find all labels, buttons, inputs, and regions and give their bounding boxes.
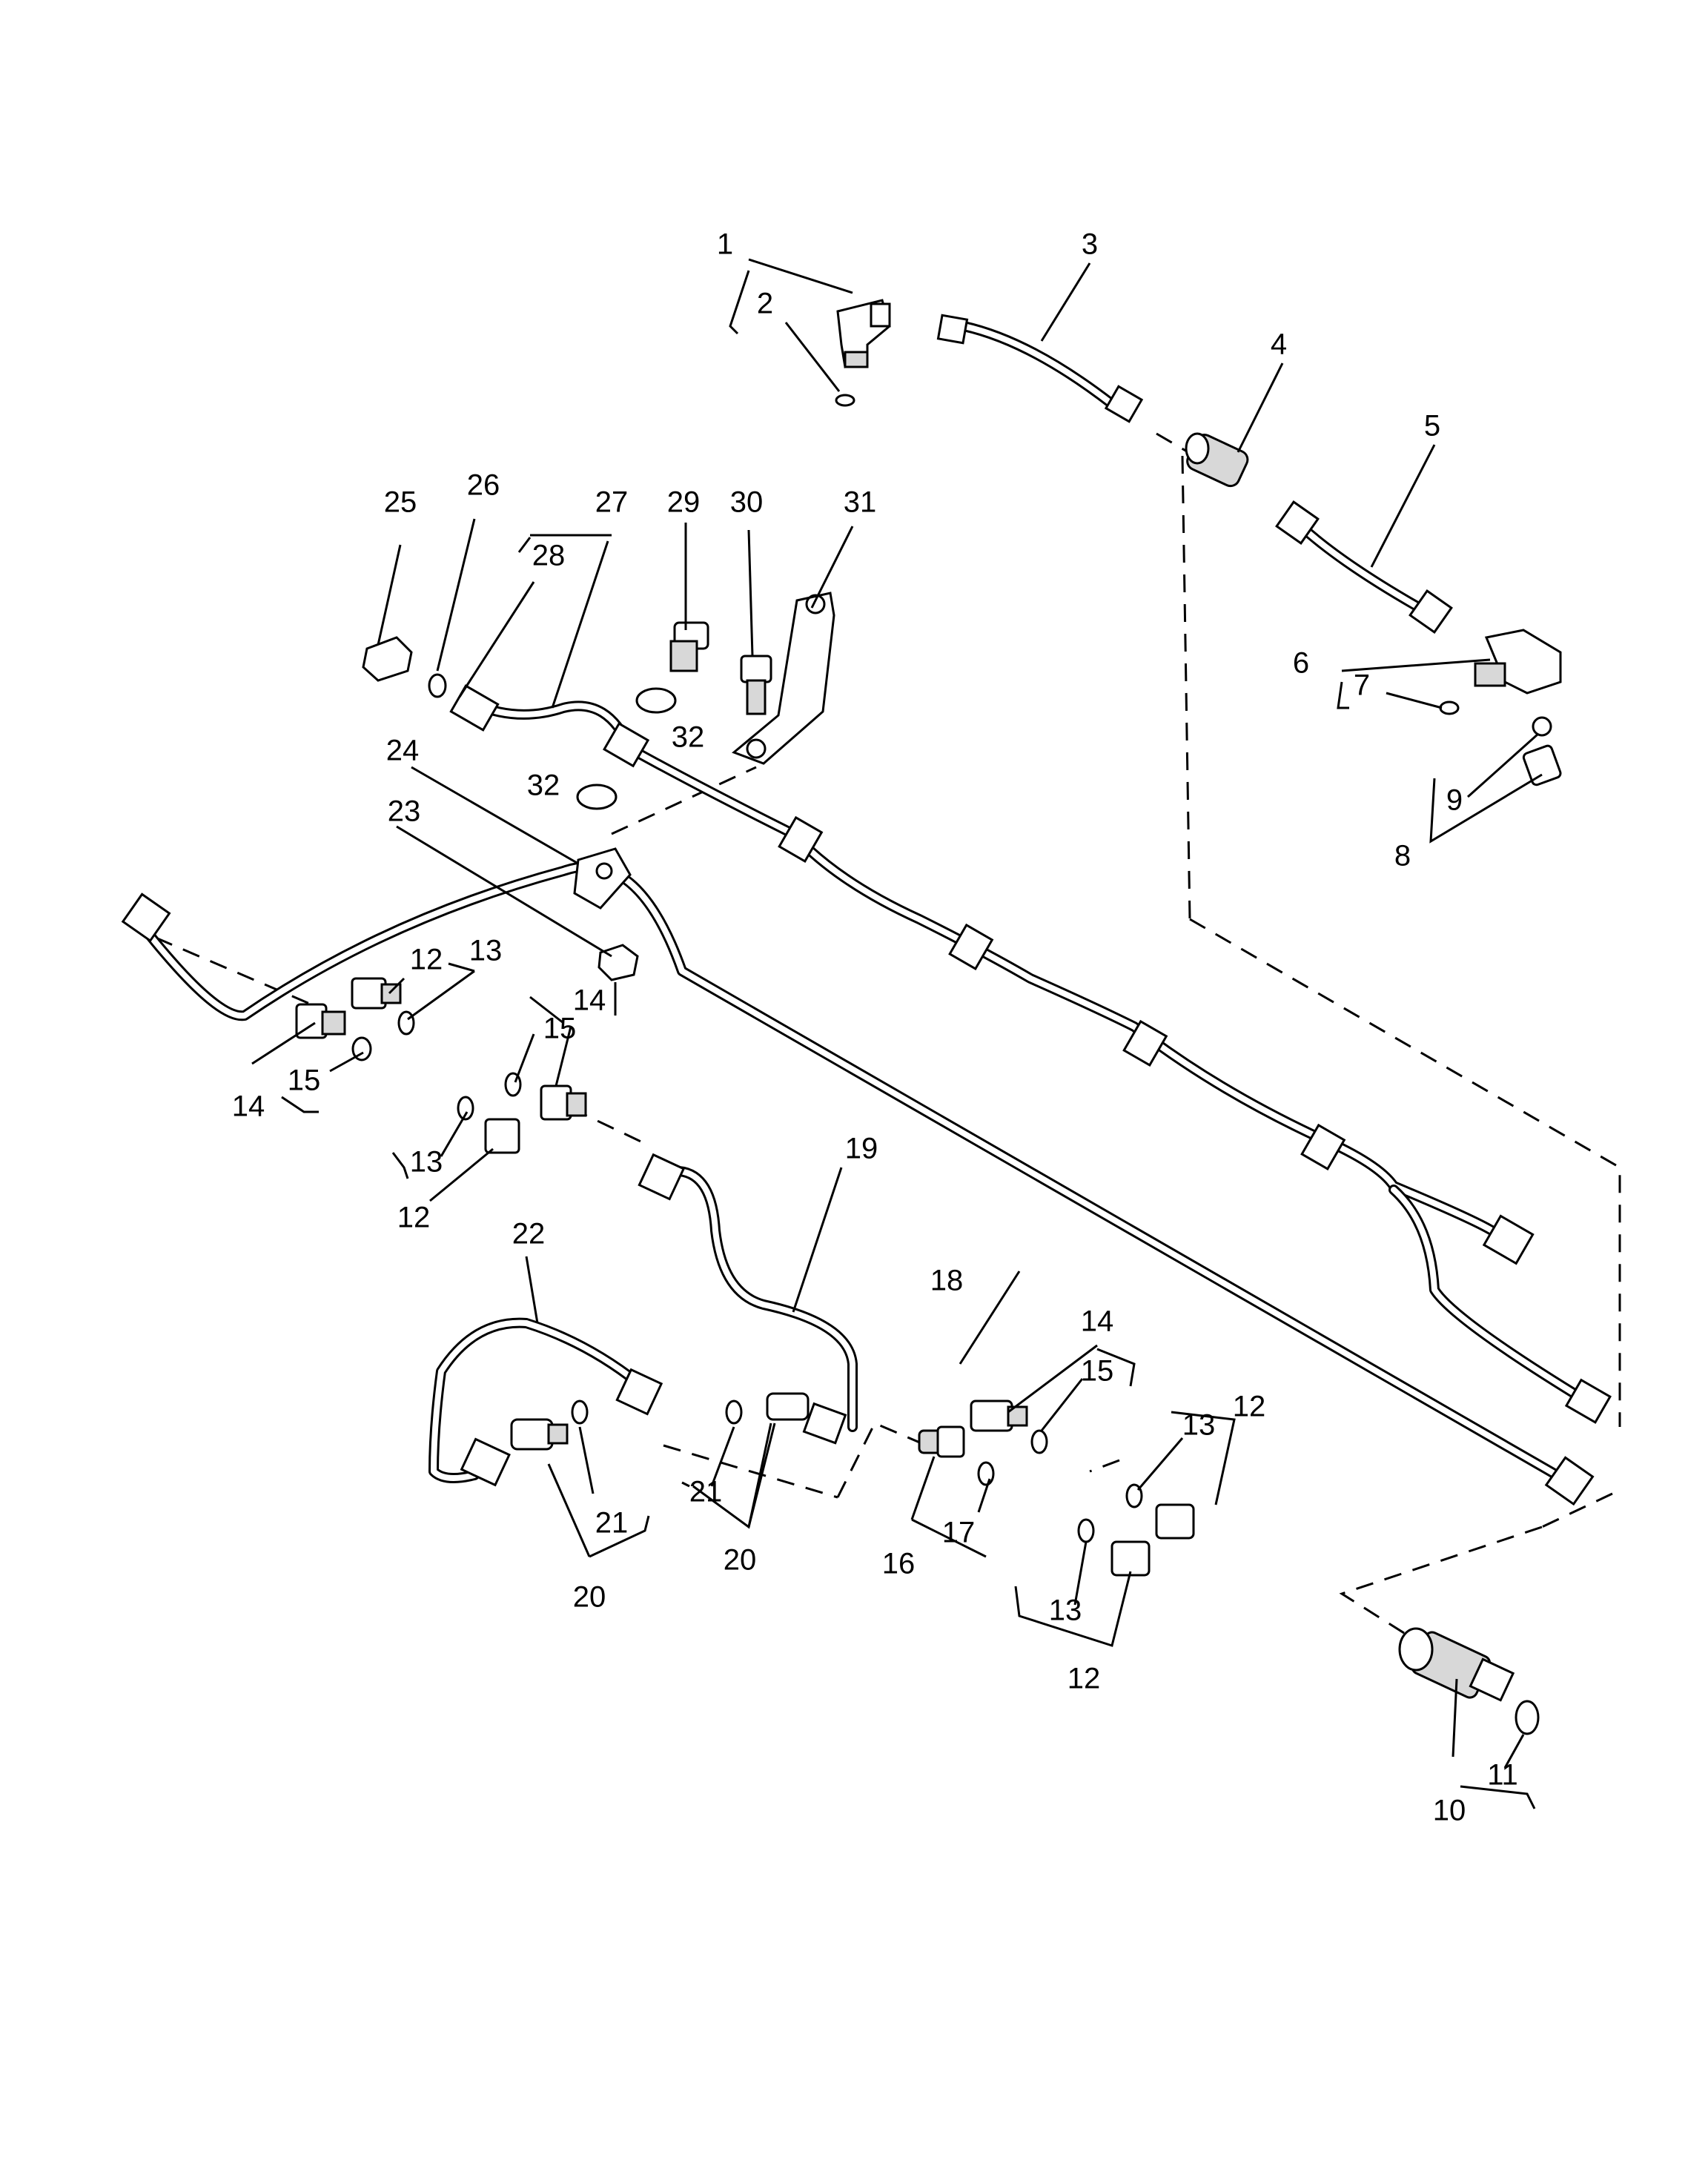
- callout-4: 4: [1271, 328, 1287, 361]
- fuel-line-3: [959, 321, 1117, 409]
- callout-10: 10: [1433, 1795, 1466, 1827]
- components: [121, 299, 1612, 1735]
- callout-14c: 14: [1081, 1305, 1114, 1338]
- cap-nut-8: [1522, 744, 1562, 786]
- callout-6: 6: [1293, 647, 1309, 680]
- callout-15c: 15: [1081, 1355, 1114, 1388]
- o-ring-26: [428, 673, 447, 698]
- callout-labels: 1 2 3 4 5 6 7 8 9 10 11 12 12 12 12 12 1…: [232, 228, 1518, 1827]
- callout-23: 23: [388, 795, 421, 828]
- callout-11: 11: [1487, 1759, 1518, 1792]
- callout-32a: 32: [672, 721, 705, 754]
- callout-26: 26: [467, 469, 500, 502]
- callout-1: 1: [717, 228, 733, 261]
- clip-24: [573, 847, 632, 910]
- connector-4: [1185, 432, 1249, 488]
- callout-21b: 21: [689, 1476, 723, 1508]
- o-ring-11: [1515, 1700, 1540, 1735]
- callout-28: 28: [532, 540, 566, 572]
- fittings-center-cluster: [460, 1153, 847, 1487]
- callout-19: 19: [845, 1133, 878, 1165]
- callout-25: 25: [384, 486, 417, 519]
- fuel-line-19: [666, 1165, 858, 1432]
- callout-30: 30: [730, 486, 764, 519]
- fuel-tubes: [130, 321, 1592, 1483]
- fittings-left-cluster: [295, 977, 587, 1154]
- callout-12b: 12: [397, 1202, 431, 1234]
- callout-15b: 15: [288, 1064, 321, 1097]
- tube-nut-28: [449, 684, 500, 732]
- tube-clamps: [603, 722, 1612, 1424]
- callout-12d: 12: [1068, 1663, 1101, 1695]
- tube-nut-5b: [1409, 589, 1453, 634]
- callout-13d: 13: [1049, 1594, 1082, 1627]
- callout-13a: 13: [469, 935, 503, 967]
- tube-nut-18a: [121, 892, 171, 943]
- callout-16: 16: [882, 1548, 916, 1580]
- fuel-line-18: [130, 861, 1562, 1480]
- washer-32a: [635, 687, 677, 714]
- callout-22: 22: [512, 1218, 546, 1251]
- bolt-30: [740, 655, 772, 715]
- elbow-fitting-1: [836, 299, 891, 368]
- callout-7: 7: [1354, 669, 1370, 702]
- callout-3: 3: [1082, 228, 1098, 261]
- nut-23: [598, 944, 639, 981]
- washer-32b: [576, 784, 618, 810]
- callout-12a: 12: [410, 944, 443, 976]
- callout-18: 18: [930, 1265, 964, 1297]
- callout-14b: 14: [232, 1090, 265, 1123]
- callout-9: 9: [1446, 784, 1463, 817]
- callout-20b: 20: [724, 1544, 757, 1577]
- callout-15a: 15: [543, 1013, 577, 1045]
- callout-2: 2: [757, 288, 773, 320]
- fittings-right-cluster: [918, 1400, 1195, 1577]
- tube-nut-5a: [1275, 500, 1320, 545]
- connector-10: [1398, 1627, 1515, 1702]
- bracket-31: [732, 592, 835, 765]
- callout-13b: 13: [410, 1146, 443, 1179]
- dashed-alignment-lines: [155, 432, 1621, 1640]
- callout-29: 29: [667, 486, 701, 519]
- washer-7: [1439, 700, 1460, 715]
- nut-25: [362, 636, 413, 682]
- callout-24: 24: [386, 735, 420, 767]
- banjo-bolt-29: [669, 621, 709, 672]
- leader-lines: [251, 258, 1543, 1809]
- callout-8: 8: [1394, 840, 1411, 872]
- callout-17: 17: [942, 1517, 976, 1549]
- callout-31: 31: [844, 486, 877, 519]
- tube-nut-3a: [936, 314, 969, 345]
- washer-2: [835, 394, 855, 407]
- callout-5: 5: [1424, 410, 1440, 443]
- tube-nut-18b: [1544, 1456, 1595, 1506]
- tube-nut-3b: [1104, 385, 1144, 423]
- washer-9: [1532, 716, 1552, 737]
- callout-27: 27: [595, 486, 629, 519]
- block-fitting-6: [1474, 629, 1562, 695]
- callout-20a: 20: [573, 1581, 606, 1614]
- callout-12c: 12: [1233, 1391, 1266, 1423]
- callout-21a: 21: [595, 1507, 629, 1540]
- callout-32b: 32: [527, 769, 560, 802]
- callout-14a: 14: [573, 984, 606, 1017]
- callout-13c: 13: [1182, 1409, 1216, 1442]
